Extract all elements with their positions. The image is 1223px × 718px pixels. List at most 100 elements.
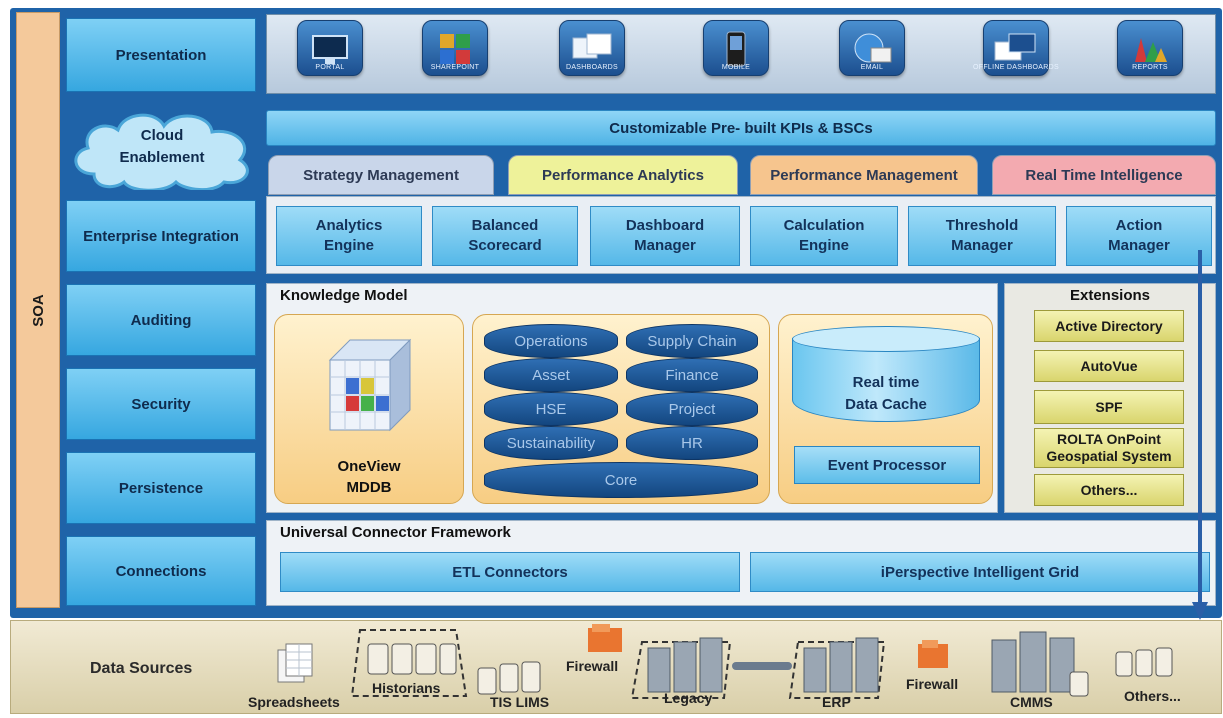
disk-sustainability: Sustainability (484, 426, 618, 460)
ucf-title: Universal Connector Framework (280, 524, 511, 541)
ds-spreadsheets: Spreadsheets (248, 694, 340, 710)
offline-dashboards-icon (983, 20, 1049, 76)
presentation-caption: REPORTS (1132, 64, 1168, 71)
monitor-icon (297, 20, 363, 76)
ds-legacy: Legacy (664, 690, 713, 706)
layer-security: Security (66, 368, 256, 440)
ext-others: Others... (1034, 474, 1184, 506)
presentation-caption: EMAIL (860, 64, 884, 71)
olap-line: MDDB (346, 479, 392, 496)
historians-icon (367, 643, 457, 675)
data-source-icons (277, 624, 1173, 699)
email-icon (839, 20, 905, 76)
presentation-item: MOBILE (686, 20, 786, 88)
tab-real-time-intelligence: Real Time Intelligence (992, 155, 1216, 195)
engine-line: Threshold (945, 217, 1019, 234)
kpi-bar: Customizable Pre- built KPIs & BSCs (266, 110, 1216, 146)
spreadsheet-icon (277, 643, 313, 683)
cloud-line-1: Cloud (140, 127, 184, 144)
disk-operations: Operations (484, 324, 618, 358)
presentation-item: PORTAL (280, 20, 380, 88)
arrow-down-icon (1192, 250, 1208, 620)
ds-others: Others... (1124, 688, 1181, 704)
layer-connections: Connections (66, 536, 256, 606)
cloud-icon (74, 113, 249, 190)
ds-firewall-2: Firewall (906, 676, 959, 692)
presentation-item: DASHBOARDS (542, 20, 642, 88)
legacy-server-icon (647, 637, 723, 693)
ext-autovue: AutoVue (1034, 350, 1184, 382)
firewall-icon (918, 640, 948, 668)
presentation-item: OFFLINE DASHBOARDS (966, 20, 1066, 88)
cloud-line-2: Enablement (119, 149, 205, 166)
presentation-item: REPORTS (1100, 20, 1200, 88)
engine-line: Action (1115, 217, 1163, 234)
presentation-caption: DASHBOARDS (565, 64, 618, 71)
ext-spf: SPF (1034, 390, 1184, 424)
others-icon (1115, 647, 1173, 677)
sharepoint-icon (422, 20, 488, 76)
disk-finance: Finance (626, 358, 758, 392)
disk-stack-right: Supply Chain Finance Project HR (626, 324, 758, 460)
tab-performance-management: Performance Management (750, 155, 978, 195)
knowledge-model-title: Knowledge Model (280, 287, 408, 304)
data-cache-cylinder (792, 338, 980, 422)
soa-label: SOA (29, 293, 47, 327)
mobile-icon (703, 20, 769, 76)
erp-server-icon (803, 637, 879, 693)
reports-icon (1117, 20, 1183, 76)
firewall-icon (588, 624, 622, 652)
disk-asset: Asset (484, 358, 618, 392)
ds-cmms: CMMS (1010, 694, 1053, 710)
disk-hr: HR (626, 426, 758, 460)
tis-lims-icon (477, 661, 541, 695)
engine-line: Analytics (315, 217, 383, 234)
cache-line: Data Cache (845, 396, 927, 413)
olap-line: OneView (337, 458, 401, 475)
engine-line: Manager (951, 237, 1013, 254)
ds-historians: Historians (372, 680, 441, 696)
cmms-server-icon (991, 631, 1075, 693)
disk-hse: HSE (484, 392, 618, 426)
layer-presentation: Presentation (66, 18, 256, 92)
engine-line: Manager (1108, 237, 1170, 254)
tab-performance-analytics: Performance Analytics (508, 155, 738, 195)
disk-stack-left: Operations Asset HSE Sustainability (484, 324, 618, 460)
disk-supply-chain: Supply Chain (626, 324, 758, 358)
layer-enterprise-integration: Enterprise Integration (66, 200, 256, 272)
ext-active-directory: Active Directory (1034, 310, 1184, 342)
tab-strategy-management: Strategy Management (268, 155, 494, 195)
engine-line: Calculation (783, 217, 865, 234)
dashboards-icon (559, 20, 625, 76)
soa-bar: SOA (16, 12, 60, 608)
disk-project: Project (626, 392, 758, 426)
etl-connectors: ETL Connectors (280, 552, 740, 592)
presentation-caption: PORTAL (315, 64, 345, 71)
presentation-item: EMAIL (822, 20, 922, 88)
olap-cube-icon (328, 338, 412, 432)
presentation-caption: SHAREPOINT (430, 64, 480, 71)
engine-line: Engine (323, 237, 374, 254)
event-processor: Event Processor (794, 446, 980, 484)
ds-erp: ERP (822, 694, 851, 710)
data-cache-cylinder-top (792, 326, 980, 352)
disk-core: Core (484, 462, 758, 498)
engine-line: Engine (798, 237, 849, 254)
presentation-caption: OFFLINE DASHBOARDS (973, 64, 1059, 71)
engines-panel (266, 196, 1216, 274)
presentation-item: SHAREPOINT (405, 20, 505, 88)
engine-line: Scorecard (468, 237, 542, 254)
layer-auditing: Auditing (66, 284, 256, 356)
engine-line: Dashboard (625, 217, 705, 234)
intelligent-grid: iPerspective Intelligent Grid (750, 552, 1210, 592)
ds-firewall-1: Firewall (566, 658, 619, 674)
cache-line: Real time (852, 374, 920, 391)
